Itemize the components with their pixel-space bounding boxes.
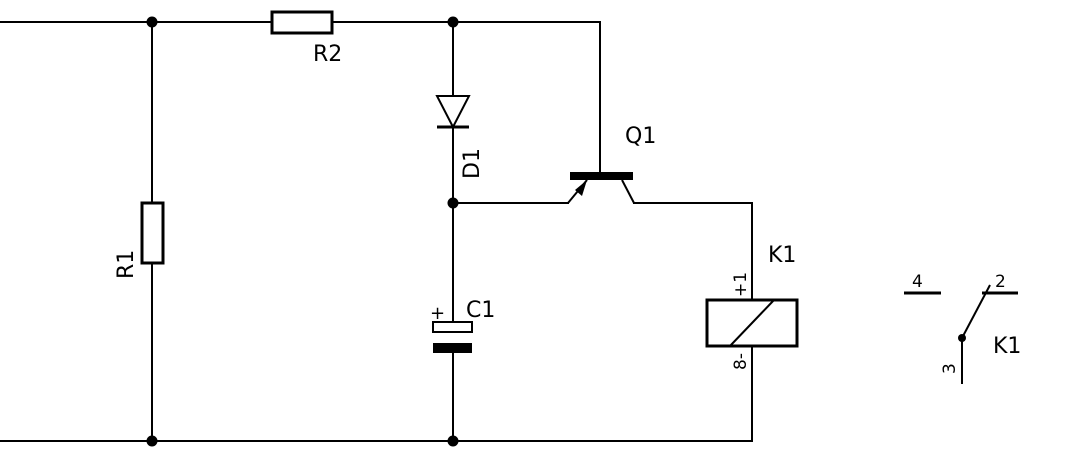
diode-d1-triangle [435,95,471,130]
c1-polarity-mark: + [430,303,445,324]
k1-switch-blade [961,284,991,339]
q1-label: Q1 [625,124,656,149]
k1-pin-top: +1 [731,272,751,297]
resistor-r2: R2 [270,10,342,67]
d1-label: D1 [460,148,485,179]
diode-d1: D1 [435,95,485,179]
k1-switch-pin-nc: 4 [912,272,923,292]
relay-k1-coil: K1 +1 8- [705,243,799,370]
c1-label: C1 [466,298,495,323]
resistor-r1: R1 [114,201,165,279]
relay-k1-coil-diagonal [729,299,775,347]
transistor-q1-collector-lead [621,179,635,204]
relay-k1-switch: 4 2 3 K1 [904,272,1021,384]
junction-dot [146,16,158,28]
k1-switch-pin-no: 2 [995,272,1006,292]
k1-switch-label: K1 [993,334,1021,359]
capacitor-c1-negative-plate [433,343,472,353]
junction-dot [447,197,459,209]
resistor-r1-body [140,201,165,265]
junctions [146,16,459,447]
k1-switch-pin-com: 3 [940,363,960,374]
k1-coil-label: K1 [768,243,796,268]
junction-dot [447,435,459,447]
k1-pin-bottom: 8- [731,353,751,370]
transistor-q1-arrow [575,180,587,196]
junction-dot [447,16,459,28]
resistor-r2-body [270,10,334,35]
k1-switch-pivot [958,334,966,342]
capacitor-c1-positive-plate [432,321,473,333]
transistor-q1-base-bar [570,172,633,180]
capacitor-c1: + C1 [430,298,495,353]
r1-label: R1 [114,250,139,279]
r2-label: R2 [313,42,342,67]
wires [0,21,753,442]
transistor-q1: Q1 [567,124,656,204]
junction-dot [146,435,158,447]
